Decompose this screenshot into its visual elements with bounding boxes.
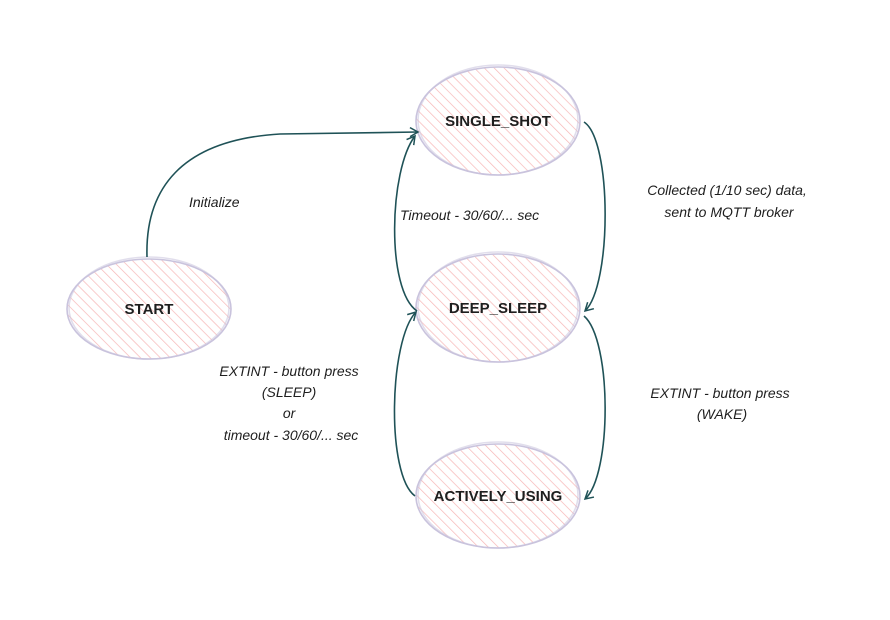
label-initialize: Initialize: [189, 194, 240, 210]
arrow-deep-sleep-to-single-shot: [393, 134, 418, 312]
label-collected-data: Collected (1/10 sec) data, sent to MQTT …: [647, 182, 810, 220]
state-deep-sleep: DEEP_SLEEP: [415, 251, 581, 363]
state-actively-using: ACTIVELY_USING: [415, 441, 581, 549]
state-actively-using-label: ACTIVELY_USING: [434, 488, 563, 505]
label-timeout: Timeout - 30/60/... sec: [400, 207, 539, 223]
state-start: START: [66, 256, 232, 360]
label-button-wake: EXTINT - button press (WAKE): [650, 385, 793, 422]
label-button-sleep: EXTINT - button press (SLEEP) or timeout…: [219, 363, 362, 443]
state-single-shot: SINGLE_SHOT: [415, 64, 581, 176]
arrow-actively-using-to-deep-sleep: [393, 310, 418, 497]
arrow-start-to-single-shot: [146, 126, 420, 258]
state-single-shot-label: SINGLE_SHOT: [445, 113, 551, 130]
state-deep-sleep-label: DEEP_SLEEP: [449, 300, 547, 317]
state-start-label: START: [125, 301, 174, 318]
arrow-single-shot-to-deep-sleep: [583, 121, 606, 313]
arrow-deep-sleep-to-actively-using: [583, 315, 606, 501]
